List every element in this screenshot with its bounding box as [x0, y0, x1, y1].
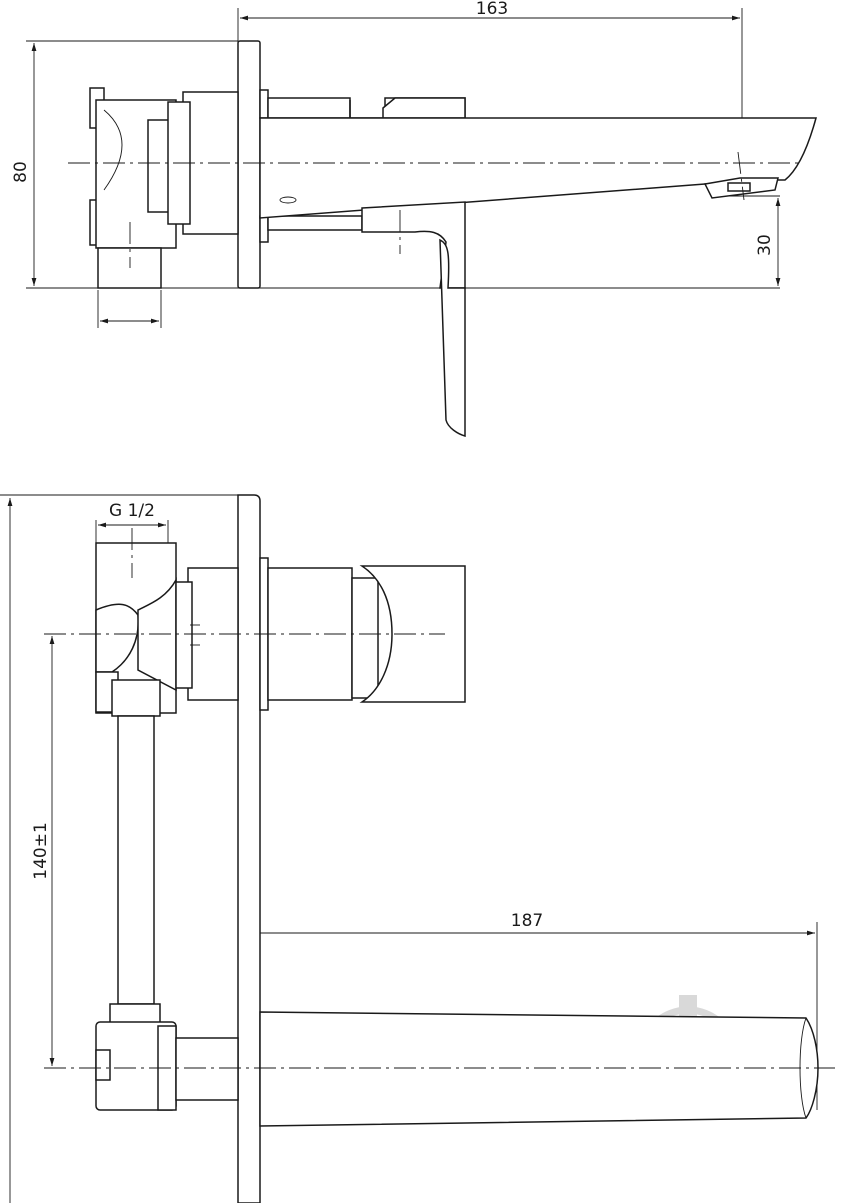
- spout: [259, 117, 817, 219]
- connecting-pipe: [117, 715, 155, 1005]
- dim-label-spacing: 140±1: [31, 822, 51, 880]
- side-view: 163 80 30: [11, 0, 817, 437]
- mixer-lever: [361, 201, 466, 289]
- front-view: G 1/2 140±1 187: [0, 494, 835, 1203]
- upper-valve-body: [95, 542, 239, 717]
- dim-label-thread: G 1/2: [109, 501, 155, 521]
- dim-label-spout-length: 187: [511, 911, 543, 931]
- wall-plate-front: [237, 494, 261, 1203]
- dim-label-width: 163: [476, 0, 508, 19]
- wall-plate: [237, 40, 261, 289]
- valve-body: [89, 87, 239, 289]
- dim-label-height: 80: [11, 161, 31, 183]
- lower-valve-body: [95, 1003, 239, 1111]
- spout-front: [259, 1011, 819, 1127]
- dim-label-spout-height: 30: [755, 234, 775, 256]
